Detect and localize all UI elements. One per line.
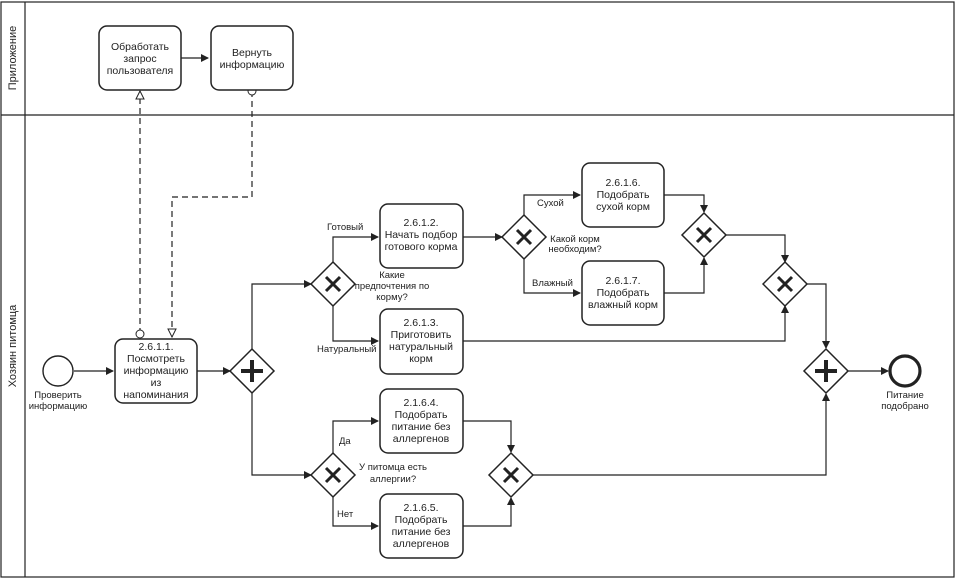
x-icon	[776, 275, 794, 293]
task-label: сухой корм	[596, 201, 650, 213]
exclusive-gateway-allergy[interactable]	[309, 451, 357, 499]
gateway-label-food-kind: необходим?	[548, 244, 601, 255]
task-label: 2.1.6.4.	[403, 397, 438, 409]
gateway-label-food-pref: корму?	[376, 292, 408, 303]
x-icon	[324, 275, 342, 293]
message-flows	[140, 91, 252, 337]
flow-yes	[332, 417, 379, 453]
plus-icon	[241, 360, 263, 382]
flow-label-natural: Натуральный	[317, 344, 376, 355]
task-label: аллергенов	[393, 433, 450, 445]
task-2612[interactable]: 2.6.1.2. Начать подбор готового корма	[379, 203, 464, 269]
flow-merge2-to-join	[807, 283, 830, 349]
task-label: Посмотреть	[127, 353, 185, 365]
task-label: 2.1.6.5.	[403, 502, 438, 514]
task-label: Начать подбор	[385, 229, 458, 241]
task-2616[interactable]: 2.6.1.6. Подобрать сухой корм	[581, 162, 665, 228]
task-label: Приготовить	[391, 329, 452, 341]
start-event[interactable]	[42, 355, 74, 387]
flow-2613-to-merge2	[463, 305, 789, 342]
parallel-gateway-split[interactable]	[228, 347, 276, 395]
task-2164[interactable]: 2.1.6.4. Подобрать питание без аллергено…	[379, 388, 464, 454]
gateway-label-allergy: У питомца есть	[359, 462, 427, 473]
exclusive-gateway-merge-allergy[interactable]	[487, 451, 535, 499]
task-label: готового корма	[385, 241, 458, 253]
lane-label-owner: Хозяин питомца	[7, 304, 19, 387]
task-label: 2.6.1.6.	[605, 177, 640, 189]
task-2617[interactable]: 2.6.1.7. Подобрать влажный корм	[581, 260, 665, 326]
task-2165[interactable]: 2.1.6.5. Подобрать питание без аллергено…	[379, 493, 464, 559]
flow-dry	[523, 191, 581, 215]
task-label: Подобрать	[597, 287, 650, 299]
end-event-label: подобрано	[881, 401, 929, 412]
parallel-gateway-join[interactable]	[802, 347, 850, 395]
task-label: аллергенов	[393, 538, 450, 550]
gateway-label-allergy: аллергии?	[370, 474, 416, 485]
message-return-to-2611	[172, 91, 252, 337]
exclusive-gateway-food-pref[interactable]	[309, 260, 357, 308]
plus-icon	[815, 360, 837, 382]
x-icon	[502, 466, 520, 484]
task-label: питание без	[392, 526, 451, 538]
exclusive-gateway-merge-pref[interactable]	[761, 260, 809, 308]
start-event-label: информацию	[29, 401, 88, 412]
task-label: информацию	[220, 59, 285, 71]
gateway-label-food-pref: предпочтения по	[355, 281, 430, 292]
sequence-flows	[74, 54, 889, 530]
exclusive-gateway-merge-kind[interactable]	[680, 211, 728, 259]
x-icon	[695, 226, 713, 244]
task-label: питание без	[392, 421, 451, 433]
flow-merge-to-merge2	[726, 234, 789, 263]
lane-label-app: Приложение	[7, 26, 19, 91]
flow-label-no: Нет	[337, 509, 354, 520]
flow-merge3-to-join	[533, 393, 830, 476]
flow-2164-to-merge3	[463, 420, 515, 453]
task-label: напоминания	[123, 389, 188, 401]
flow-2617-to-merge	[664, 257, 708, 294]
task-label: влажный корм	[588, 299, 658, 311]
task-label: пользователя	[107, 65, 174, 77]
task-label: корм	[409, 353, 433, 365]
gateway-label-food-kind: Какой корм	[550, 234, 600, 245]
task-label: Подобрать	[597, 189, 650, 201]
task-label: натуральный	[389, 341, 453, 353]
flow-ready	[332, 233, 379, 262]
task-2611[interactable]: 2.6.1.1. Посмотреть информацию из напоми…	[114, 338, 198, 404]
flow-label-ready: Готовый	[327, 222, 363, 233]
flow-2165-to-merge3	[463, 497, 515, 527]
gateway-label-food-pref: Какие	[379, 270, 405, 281]
task-label: Обработать	[111, 41, 170, 53]
flow-label-dry: Сухой	[537, 198, 564, 209]
task-label: запрос	[123, 53, 156, 65]
task-label: Подобрать	[395, 514, 448, 526]
task-label: информацию	[124, 365, 189, 377]
task-return-info[interactable]: Вернуть информацию	[210, 25, 294, 91]
end-event[interactable]	[888, 354, 922, 388]
flow-no	[332, 497, 379, 530]
task-label: из	[151, 377, 162, 389]
task-label: Вернуть	[232, 47, 273, 59]
x-icon	[324, 466, 342, 484]
flow-2616-to-merge	[664, 194, 708, 213]
task-label: 2.6.1.7.	[605, 275, 640, 287]
flow-wet	[523, 259, 581, 297]
exclusive-gateway-food-kind[interactable]	[500, 213, 548, 261]
start-event-label: Проверить	[34, 390, 82, 401]
flow-parallel-to-allergy	[251, 393, 312, 479]
flow-label-yes: Да	[339, 436, 351, 447]
end-event-label: Питание	[886, 390, 924, 401]
task-2613[interactable]: 2.6.1.3. Приготовить натуральный корм	[379, 308, 464, 375]
x-icon	[515, 228, 533, 246]
task-label: 2.6.1.1.	[138, 341, 173, 353]
task-label: 2.6.1.3.	[403, 317, 438, 329]
task-label: 2.6.1.2.	[403, 217, 438, 229]
task-process-request[interactable]: Обработать запрос пользователя	[98, 25, 182, 91]
task-label: Подобрать	[395, 409, 448, 421]
flow-natural	[332, 306, 379, 345]
flow-label-wet: Влажный	[532, 278, 573, 289]
